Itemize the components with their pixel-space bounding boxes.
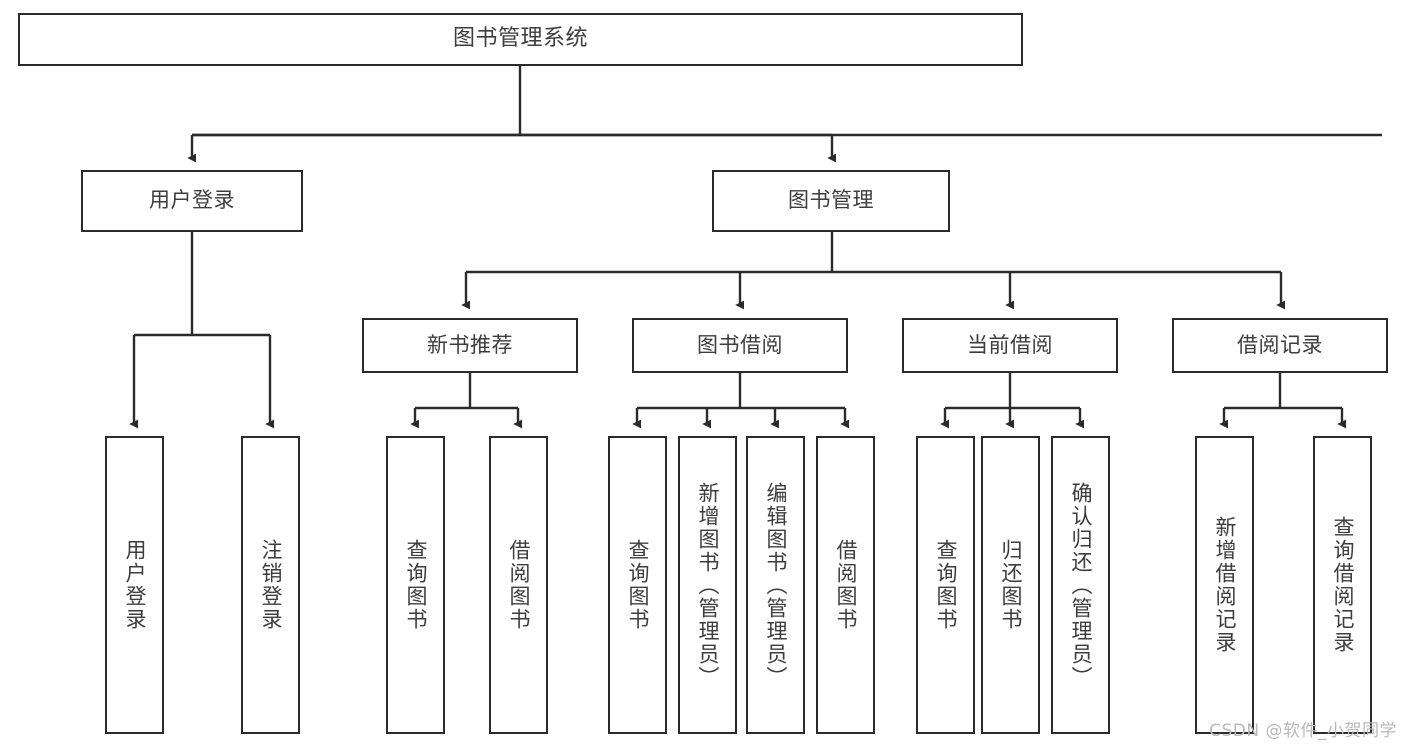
node-borrow-record[interactable]: 借阅记录 [1172, 318, 1388, 373]
node-label: 新增借阅记录 [1212, 516, 1237, 654]
node-label: 查询图书 [403, 539, 428, 631]
leaf-recommend-borrow-book[interactable]: 借阅图书 [489, 436, 548, 734]
node-label: 借阅图书 [833, 539, 858, 631]
node-label: 当前借阅 [967, 332, 1053, 357]
node-label: 新书推荐 [427, 332, 513, 357]
node-label: 图书管理系统 [452, 26, 588, 52]
node-user-login[interactable]: 用户登录 [81, 170, 303, 232]
leaf-borrow-query-book[interactable]: 查询图书 [608, 436, 667, 734]
leaf-borrow-borrow-book[interactable]: 借阅图书 [816, 436, 875, 734]
node-label: 借阅图书 [506, 539, 531, 631]
leaf-borrow-add-book-admin[interactable]: 新增图书（管理员） [678, 436, 737, 734]
leaf-current-query-book[interactable]: 查询图书 [916, 436, 975, 734]
node-label: 查询图书 [933, 539, 958, 631]
node-label: 图书借阅 [697, 332, 783, 357]
leaf-current-confirm-return-admin[interactable]: 确认归还（管理员） [1051, 436, 1110, 734]
node-label: 用户登录 [122, 539, 147, 631]
leaf-record-add-record[interactable]: 新增借阅记录 [1195, 436, 1254, 734]
node-root-system[interactable]: 图书管理系统 [18, 13, 1023, 66]
watermark-text: CSDN @软件_小贺同学 [1209, 721, 1397, 741]
node-book-management[interactable]: 图书管理 [712, 170, 950, 232]
node-label: 用户登录 [149, 188, 235, 213]
leaf-user-login-logout[interactable]: 注销登录 [241, 436, 300, 734]
leaf-borrow-edit-book-admin[interactable]: 编辑图书（管理员） [746, 436, 805, 734]
leaf-record-query-record[interactable]: 查询借阅记录 [1313, 436, 1372, 734]
node-label: 新增图书（管理员） [695, 481, 720, 689]
node-label: 归还图书 [998, 539, 1023, 631]
leaf-user-login-login[interactable]: 用户登录 [105, 436, 164, 734]
node-book-borrow[interactable]: 图书借阅 [632, 318, 848, 373]
node-label: 借阅记录 [1237, 332, 1323, 357]
node-label: 确认归还（管理员） [1068, 481, 1093, 689]
node-new-book-recommend[interactable]: 新书推荐 [362, 318, 578, 373]
node-current-borrow[interactable]: 当前借阅 [902, 318, 1118, 373]
leaf-current-return-book[interactable]: 归还图书 [981, 436, 1040, 734]
node-label: 图书管理 [788, 188, 874, 213]
node-label: 查询图书 [625, 539, 650, 631]
leaf-recommend-query-book[interactable]: 查询图书 [386, 436, 445, 734]
node-label: 查询借阅记录 [1330, 516, 1355, 654]
node-label: 编辑图书（管理员） [763, 481, 788, 689]
node-label: 注销登录 [258, 539, 283, 631]
